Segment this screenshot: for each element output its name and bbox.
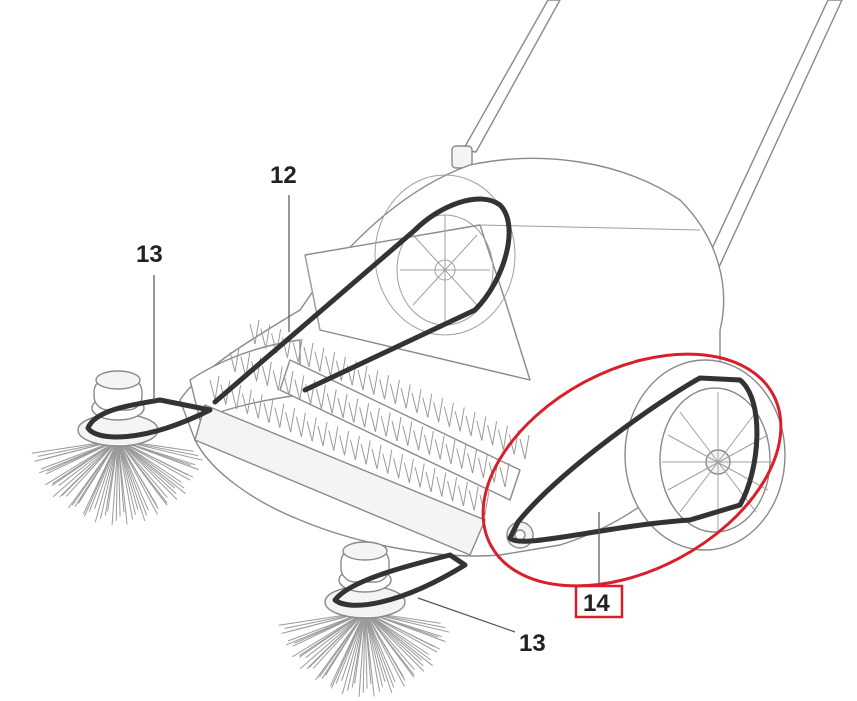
callout-13-left: 13 [136,241,163,268]
callout-14: 14 [583,590,610,617]
belt-12 [212,196,512,405]
callout-13-bottom: 13 [519,630,546,657]
leader-lines [153,195,600,633]
side-brush-left [31,370,203,525]
side-brush-bottom [278,541,450,697]
callout-12: 12 [270,162,297,189]
belt-13-left [85,397,213,440]
highlight-ellipse [481,352,783,588]
roller-brush [194,319,530,556]
belt-13-bottom [332,552,468,608]
highlight-box-14 [574,584,624,619]
belt-14 [507,375,760,544]
drive-belts [85,196,760,608]
drive-wheel [624,359,786,551]
inner-wheel [374,174,516,336]
